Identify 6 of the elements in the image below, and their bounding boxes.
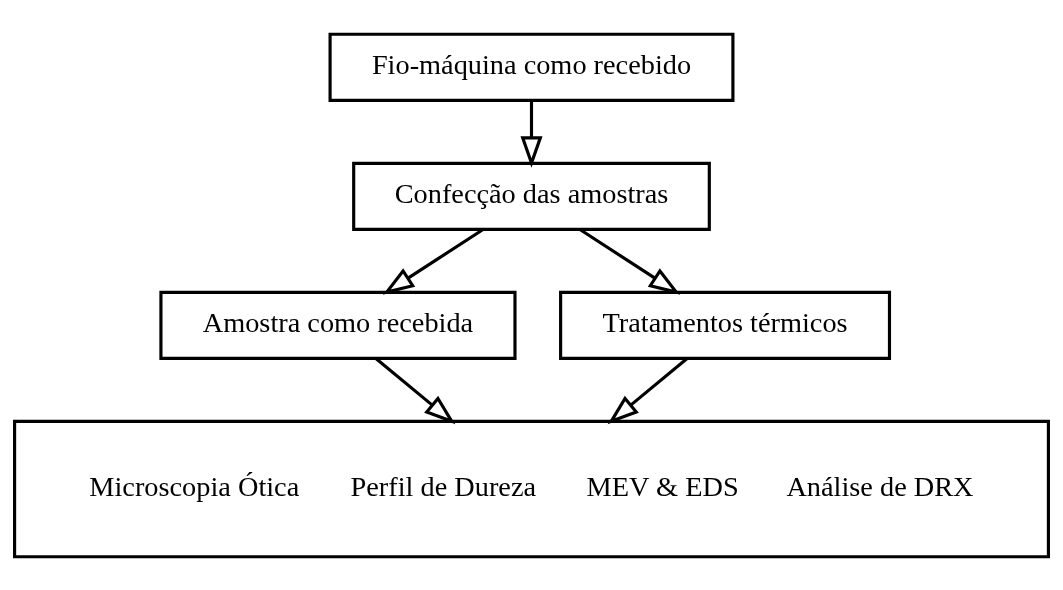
node-box: Fio-máquina como recebido bbox=[328, 32, 735, 102]
node-box: Microscopia Ótica Perfil de Dureza MEV & EDS Análise de DRX bbox=[13, 419, 1050, 558]
node-box: Tratamentos térmicos bbox=[559, 290, 892, 360]
arrow bbox=[520, 100, 543, 168]
node-box: Confecção das amostras bbox=[352, 161, 711, 231]
node-box: Amostra como recebida bbox=[159, 290, 517, 360]
